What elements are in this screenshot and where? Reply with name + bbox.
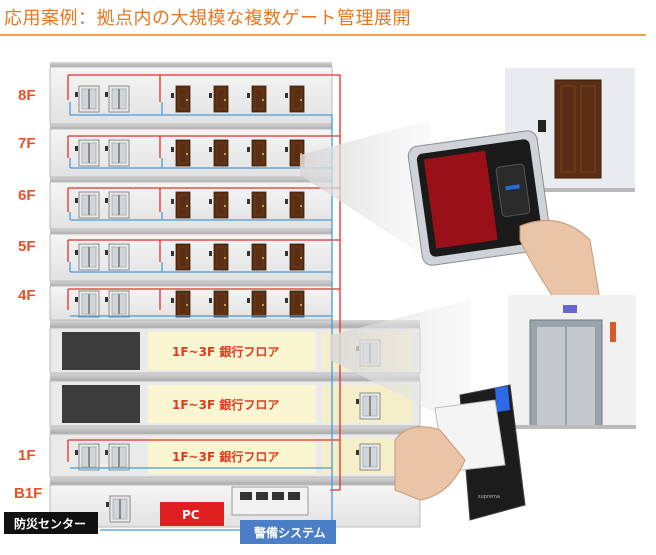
bank-floor-label: 1F~3F 銀行フロア (172, 449, 279, 464)
security-system-label: 警備システム (253, 525, 326, 540)
detail-photo-fingerprint-terminal (407, 68, 635, 301)
floor-label-5f: 5F (18, 238, 36, 255)
disaster-center-box (4, 512, 98, 534)
page-title: 応用案例：拠点内の大規模な複数ゲート管理展開 (4, 8, 411, 29)
security-system-box (240, 520, 336, 544)
floor-label-b1f: B1F (14, 485, 42, 502)
title-underline (0, 34, 646, 36)
pc-box (160, 502, 224, 526)
floor-label-6f: 6F (18, 187, 36, 204)
zoom-beam-bottom (330, 300, 470, 430)
server-rack (231, 486, 309, 516)
device-brand: suprema (478, 494, 500, 500)
disaster-center-label: 防災センター (14, 516, 86, 531)
detail-photo-card-reader: suprema (394, 295, 636, 521)
bank-floor-label: 1F~3F 銀行フロア (172, 397, 279, 412)
floor-label-4f: 4F (18, 287, 36, 304)
zoom-beam-top (300, 120, 430, 260)
floor-label-1f: 1F (18, 447, 36, 464)
pc-label: PC (182, 508, 200, 522)
floor-label-8f: 8F (18, 87, 36, 104)
floor-label-7f: 7F (18, 135, 36, 152)
bank-floor-label: 1F~3F 銀行フロア (172, 344, 279, 359)
